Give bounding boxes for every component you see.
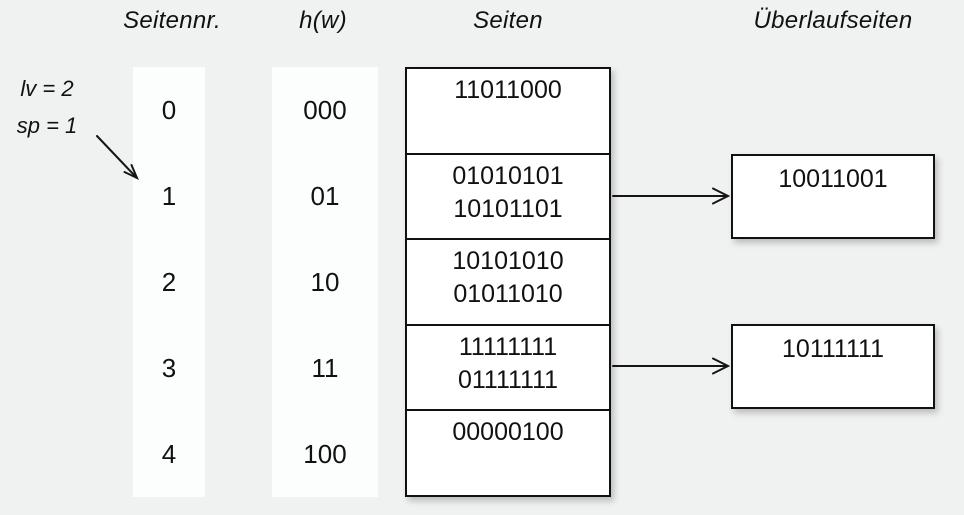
page-entry: 10101010 xyxy=(452,247,564,276)
page-entry: 01111111 xyxy=(457,365,559,394)
seitennr-cell: 1 xyxy=(161,180,177,211)
column-header-seiten: Seiten xyxy=(473,7,543,34)
page-entry: 01011010 xyxy=(453,280,563,309)
overflow-box-row1: 10011001 xyxy=(731,154,935,239)
hash-cell: 11 xyxy=(311,352,339,383)
hash-cell: 000 xyxy=(303,94,347,125)
hash-cell: 100 xyxy=(303,438,347,469)
page-cell-2: 10101010 01011010 xyxy=(407,238,609,324)
hash-column: 000 01 10 11 100 xyxy=(272,67,378,497)
seitennr-cell: 4 xyxy=(161,438,177,469)
pages-box: 11011000 01010101 10101101 10101010 0101… xyxy=(405,67,611,497)
overflow-entry: 10111111 xyxy=(782,335,884,363)
page-entry: 10101101 xyxy=(453,194,563,223)
overflow-entry: 10011001 xyxy=(778,165,888,193)
column-header-hw: h(w) xyxy=(299,7,347,34)
state-annotation: lv = 2 sp = 1 xyxy=(6,70,88,144)
split-pointer-value: sp = 1 xyxy=(16,113,78,138)
page-entry: 11111111 xyxy=(458,332,558,361)
level-value: lv = 2 xyxy=(20,76,74,101)
page-cell-4: 00000100 xyxy=(407,409,609,495)
seitennr-column: 0 1 2 3 4 xyxy=(133,67,205,497)
column-header-ueberlaufseiten: Überlaufseiten xyxy=(753,7,913,34)
seitennr-cell: 2 xyxy=(161,266,177,297)
hash-cell: 01 xyxy=(310,180,340,211)
page-cell-1: 01010101 10101101 xyxy=(407,152,609,239)
overflow-box-row3: 10111111 xyxy=(731,324,935,409)
page-entry: 01010101 xyxy=(452,161,564,190)
seitennr-cell: 0 xyxy=(161,94,177,125)
right-arrow-icon xyxy=(612,187,731,205)
hash-cell: 10 xyxy=(310,266,340,297)
page-entry: 11011000 xyxy=(454,76,562,104)
seitennr-cell: 3 xyxy=(161,352,177,383)
page-cell-0: 11011000 xyxy=(407,69,609,153)
page-entry: 00000100 xyxy=(452,418,564,447)
right-arrow-icon xyxy=(612,357,731,375)
column-header-seitennr: Seitennr. xyxy=(123,7,221,34)
split-pointer-arrow-icon xyxy=(96,135,139,181)
page-cell-3: 11111111 01111111 xyxy=(407,323,609,410)
